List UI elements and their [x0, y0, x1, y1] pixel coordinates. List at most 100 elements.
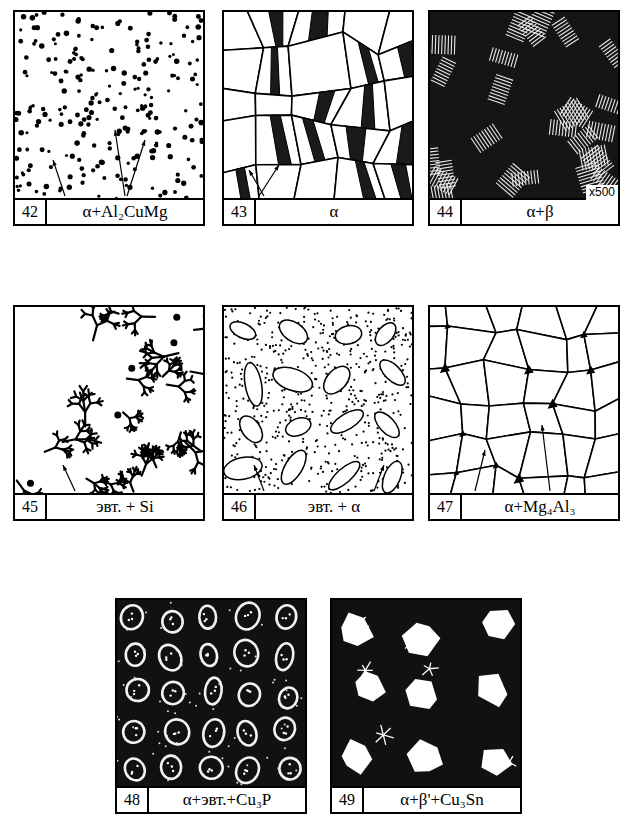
figure-number: 49: [332, 788, 364, 812]
cu3sn-star: [405, 643, 413, 648]
eutectic-dot: [264, 474, 266, 476]
twin-band: [358, 42, 378, 85]
lamella: [601, 41, 612, 49]
phosphide-speck: [118, 719, 120, 721]
intermetallic-particle: [440, 363, 450, 373]
silicon-branch: [179, 445, 183, 446]
precipitate-dot: [135, 40, 139, 44]
lamella: [430, 170, 440, 172]
precipitate-dot: [150, 155, 155, 160]
alpha-ring: [161, 715, 194, 749]
eutectic-dot: [407, 464, 409, 466]
lamella: [517, 16, 530, 26]
precipitate-dot: [16, 111, 21, 116]
precipitate-dot: [59, 79, 64, 84]
eutectic-dot: [230, 486, 232, 488]
eutectic-dot: [346, 321, 348, 323]
eutectic-dot: [320, 465, 322, 467]
phosphide-speck: [128, 619, 130, 621]
precipitate-dot: [81, 133, 86, 138]
eutectic-dot: [381, 457, 383, 459]
intermetallic-particle: [493, 462, 500, 469]
silicon-branch: [90, 307, 94, 308]
silicon-branch: [123, 479, 126, 482]
eutectic-dot: [411, 312, 412, 314]
twin-band: [267, 12, 283, 47]
eutectic-dot: [325, 461, 327, 463]
silicon-branch: [86, 439, 94, 440]
eutectic-dot: [272, 436, 274, 438]
cu3sn-star: [366, 688, 376, 690]
precipitate-dot: [158, 130, 161, 133]
lamella: [599, 39, 610, 47]
twin-band: [346, 126, 366, 161]
phosphide-speck: [170, 602, 172, 604]
precipitate-dot: [44, 184, 50, 190]
eutectic-dot: [406, 358, 408, 360]
eutectic-dot: [385, 442, 387, 444]
lamella: [508, 53, 512, 66]
eutectic-dot: [367, 414, 369, 416]
eutectic-dot: [235, 442, 237, 444]
precipitate-dot: [159, 41, 162, 44]
eutectic-dot: [351, 401, 353, 403]
eutectic-dot: [364, 371, 366, 373]
eutectic-dot: [350, 353, 352, 355]
phosphide-speck: [216, 728, 218, 730]
phosphide-speck: [185, 693, 187, 695]
eutectic-dot: [404, 363, 406, 365]
silicon-branch: [82, 391, 84, 400]
lamella: [559, 120, 561, 136]
eutectic-dot: [365, 369, 367, 371]
phosphide-speck: [165, 745, 167, 747]
precipitate-dot: [60, 112, 64, 116]
leader-arrowhead: [63, 465, 67, 471]
grain: [384, 75, 412, 131]
phosphide-speck: [172, 623, 174, 625]
eutectic-dot: [332, 324, 334, 326]
eutectic-dot: [311, 372, 313, 374]
precipitate-dot: [151, 148, 157, 154]
eutectic-dot: [275, 463, 277, 465]
alpha-ring: [234, 719, 259, 748]
micrograph: [430, 307, 618, 495]
eutectic-dot: [311, 395, 313, 397]
lamella: [430, 157, 439, 159]
eutectic-dot: [303, 399, 305, 401]
silicon-branch: [114, 324, 120, 326]
eutectic-dot: [304, 410, 306, 412]
eutectic-dot: [363, 353, 365, 355]
precipitate-dot: [46, 57, 51, 62]
lamella: [441, 60, 455, 67]
eutectic-dot: [285, 419, 287, 421]
precipitate-dot: [128, 26, 133, 31]
precipitate-dot: [120, 115, 125, 120]
alpha-ring: [198, 755, 225, 781]
lamella: [490, 93, 507, 99]
eutectic-dot: [262, 476, 264, 478]
phosphide-speck: [287, 772, 289, 774]
silicon-branch: [83, 401, 85, 412]
phosphide-speck: [287, 694, 289, 696]
eutectic-dot: [241, 368, 243, 370]
phosphide-speck: [135, 734, 137, 736]
alpha-grain: [224, 454, 264, 483]
eutectic-dot: [268, 478, 270, 480]
lamella: [562, 121, 564, 137]
lamella: [430, 168, 438, 185]
eutectic-dot: [346, 363, 348, 365]
cu3sn-star: [366, 689, 370, 697]
eutectic-dot: [368, 422, 370, 424]
lamella: [556, 120, 558, 136]
precipitate-dot: [86, 66, 91, 71]
phosphide-speck: [171, 765, 173, 767]
precipitate-dot: [42, 192, 46, 196]
cu3sn-star: [365, 670, 368, 676]
precipitate-dot: [54, 57, 58, 61]
phosphide-speck: [165, 659, 167, 661]
lamella: [430, 151, 438, 153]
eutectic-dot: [312, 359, 314, 361]
eutectic-dot: [397, 331, 399, 333]
grain: [224, 165, 260, 200]
lamella: [532, 14, 551, 22]
